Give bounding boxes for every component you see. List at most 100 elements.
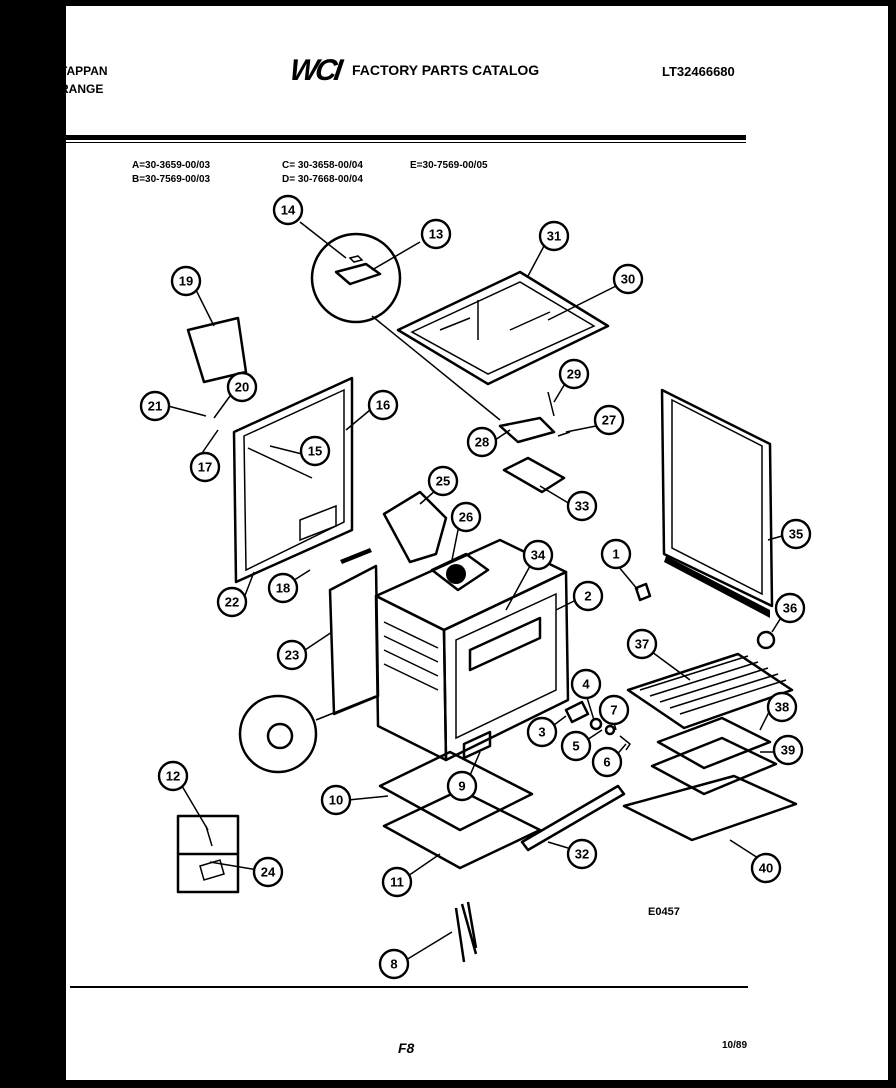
callout-31: 31 bbox=[538, 220, 570, 252]
oven-rack bbox=[626, 652, 794, 730]
svg-text:30: 30 bbox=[621, 272, 635, 287]
parts-box bbox=[176, 814, 240, 894]
brand-name: TAPPAN bbox=[60, 64, 108, 78]
product-type: RANGE bbox=[60, 82, 104, 96]
callout-16: 16 bbox=[367, 389, 399, 421]
svg-text:36: 36 bbox=[783, 601, 797, 616]
oven-door bbox=[660, 388, 774, 618]
callout-29: 29 bbox=[558, 358, 590, 390]
valve-assembly bbox=[498, 391, 571, 494]
callout-11: 11 bbox=[381, 866, 413, 898]
callout-30: 30 bbox=[612, 263, 644, 295]
callout-28: 28 bbox=[466, 426, 498, 458]
svg-text:26: 26 bbox=[459, 510, 473, 525]
callout-32: 32 bbox=[566, 838, 598, 870]
svg-text:22: 22 bbox=[225, 595, 239, 610]
model-code-a: A=30-3659-00/03 bbox=[132, 160, 211, 171]
svg-text:32: 32 bbox=[575, 847, 589, 862]
callout-19: 19 bbox=[170, 265, 202, 297]
knob-detail bbox=[310, 232, 501, 421]
broiler-drawer bbox=[622, 774, 798, 842]
broiler-pan bbox=[650, 736, 778, 796]
callout-40: 40 bbox=[750, 852, 782, 884]
callout-25: 25 bbox=[427, 465, 459, 497]
valve-parts bbox=[564, 700, 632, 751]
oven-bottom bbox=[378, 750, 534, 832]
svg-text:2: 2 bbox=[584, 589, 591, 604]
back-panel bbox=[232, 376, 354, 584]
wire-harness bbox=[454, 901, 478, 963]
leader-lines bbox=[167, 221, 783, 961]
callout-20: 20 bbox=[226, 371, 258, 403]
callout-33: 33 bbox=[566, 490, 598, 522]
revision-date: 10/89 bbox=[722, 1040, 748, 1051]
callout-23: 23 bbox=[276, 639, 308, 671]
svg-text:19: 19 bbox=[179, 274, 193, 289]
callout-1: 1 bbox=[600, 538, 632, 570]
callout-26: 26 bbox=[450, 501, 482, 533]
knob-part bbox=[756, 630, 776, 650]
footer-rule bbox=[70, 986, 748, 988]
callout-4: 4 bbox=[570, 668, 602, 700]
svg-text:1: 1 bbox=[612, 547, 619, 562]
page-number: F8 bbox=[398, 1040, 415, 1056]
callout-24: 24 bbox=[252, 856, 284, 888]
svg-text:39: 39 bbox=[781, 743, 795, 758]
callout-14: 14 bbox=[272, 194, 304, 226]
svg-text:7: 7 bbox=[610, 703, 617, 718]
callout-18: 18 bbox=[267, 572, 299, 604]
svg-text:14: 14 bbox=[281, 203, 296, 218]
svg-text:12: 12 bbox=[166, 769, 180, 784]
svg-text:35: 35 bbox=[789, 527, 803, 542]
svg-text:21: 21 bbox=[148, 399, 162, 414]
base-frame bbox=[382, 788, 542, 870]
callout-10: 10 bbox=[320, 784, 352, 816]
callout-12: 12 bbox=[157, 760, 189, 792]
burner-box bbox=[382, 490, 490, 592]
callout-38: 38 bbox=[766, 691, 798, 723]
svg-text:11: 11 bbox=[390, 875, 404, 890]
callout-15: 15 bbox=[299, 435, 331, 467]
callout-27: 27 bbox=[593, 404, 625, 436]
callout-39: 39 bbox=[772, 734, 804, 766]
svg-text:27: 27 bbox=[602, 413, 616, 428]
svg-text:40: 40 bbox=[759, 861, 773, 876]
svg-text:9: 9 bbox=[458, 779, 465, 794]
svg-text:6: 6 bbox=[603, 755, 610, 770]
callout-35: 35 bbox=[780, 518, 812, 550]
svg-text:25: 25 bbox=[436, 474, 450, 489]
svg-text:17: 17 bbox=[198, 460, 212, 475]
svg-text:33: 33 bbox=[575, 499, 589, 514]
drawing-code: E0457 bbox=[648, 906, 680, 918]
brand-block: TAPPAN RANGE bbox=[60, 62, 108, 98]
model-code-b: B=30-7569-00/03 bbox=[132, 174, 211, 185]
catalog-sheet bbox=[66, 6, 888, 1080]
burner-detail bbox=[238, 694, 377, 774]
trim-strip bbox=[340, 548, 372, 564]
callout-9: 9 bbox=[446, 770, 478, 802]
callout-6: 6 bbox=[591, 746, 623, 778]
svg-text:28: 28 bbox=[475, 435, 489, 450]
callout-34: 34 bbox=[522, 539, 554, 571]
svg-text:10: 10 bbox=[329, 793, 343, 808]
rail bbox=[520, 784, 626, 852]
svg-text:4: 4 bbox=[582, 677, 590, 692]
header-rule bbox=[66, 135, 746, 140]
svg-text:23: 23 bbox=[285, 648, 299, 663]
oven-body bbox=[374, 538, 570, 762]
callout-36: 36 bbox=[774, 592, 806, 624]
svg-text:38: 38 bbox=[775, 700, 789, 715]
side-panel bbox=[328, 564, 380, 716]
svg-text:29: 29 bbox=[567, 367, 581, 382]
callout-37: 37 bbox=[626, 628, 658, 660]
svg-text:24: 24 bbox=[261, 865, 276, 880]
header-rule-thin bbox=[66, 142, 746, 143]
svg-text:37: 37 bbox=[635, 637, 649, 652]
cooktop bbox=[396, 270, 610, 386]
callout-5: 5 bbox=[560, 730, 592, 762]
broiler-insert bbox=[656, 716, 772, 770]
screw-part bbox=[634, 582, 652, 602]
svg-text:16: 16 bbox=[376, 398, 390, 413]
catalog-title: FACTORY PARTS CATALOG bbox=[352, 62, 540, 78]
